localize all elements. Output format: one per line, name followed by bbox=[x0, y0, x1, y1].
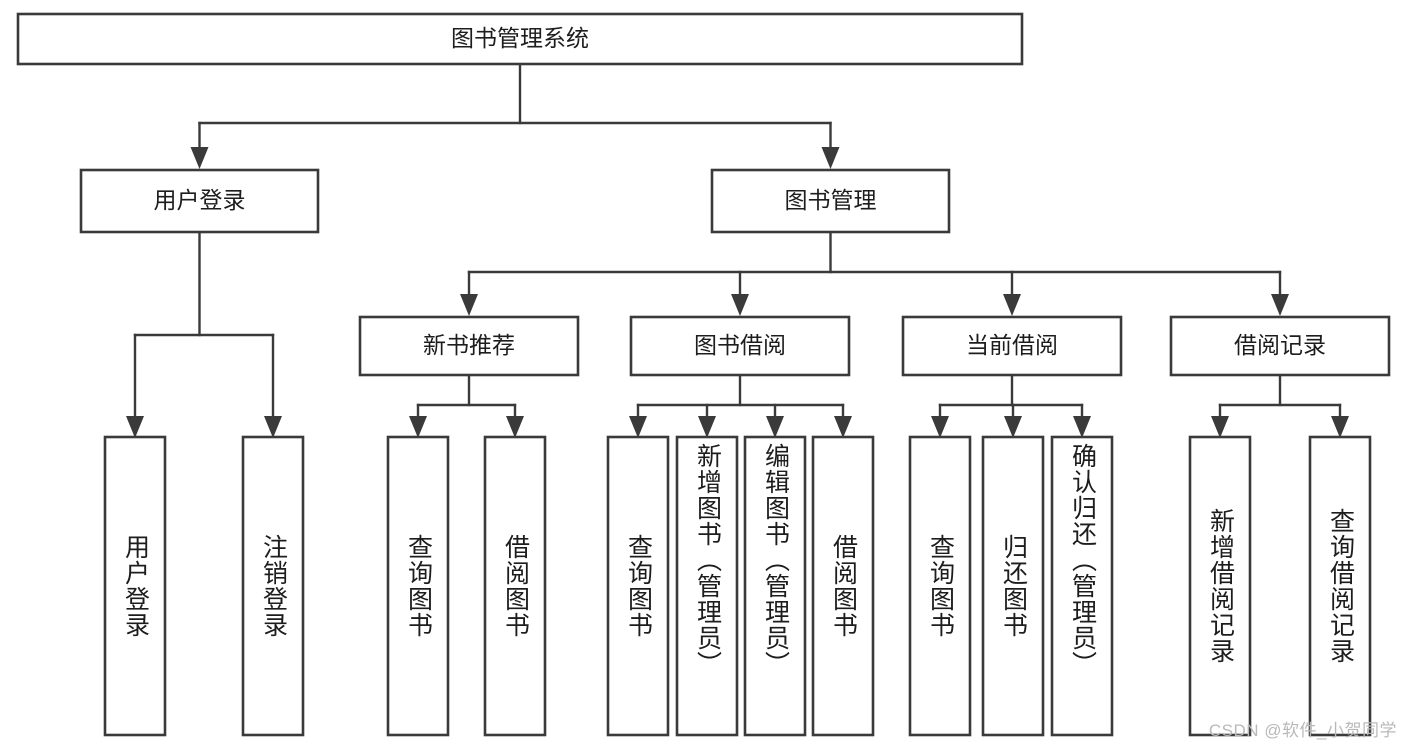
node-level2-label-2: 图书管理 bbox=[785, 187, 877, 213]
arrow-down-icon-leaf-2-0 bbox=[629, 416, 647, 438]
arrow-down-icon-leaf-4-1 bbox=[1331, 416, 1349, 438]
arrow-down-icon-level3-0 bbox=[460, 294, 478, 316]
connector-layer bbox=[126, 62, 1349, 438]
box-layer bbox=[16, 12, 1391, 737]
node-leaf-1[interactable] bbox=[103, 435, 167, 737]
node-leaf-12[interactable] bbox=[1188, 435, 1252, 737]
arrow-down-icon-leaf-4-0 bbox=[1211, 416, 1229, 438]
node-leaf-6[interactable] bbox=[675, 435, 739, 737]
watermark-text: CSDN @软件_小贺同学 bbox=[1208, 721, 1397, 740]
node-level3-3[interactable] bbox=[901, 315, 1123, 377]
arrow-down-icon-level2-0 bbox=[190, 147, 209, 169]
node-leaf-10[interactable] bbox=[981, 435, 1045, 737]
arrow-down-icon-level3-1 bbox=[731, 294, 749, 316]
node-leaf-11[interactable] bbox=[1050, 435, 1114, 737]
node-level3-label-1: 新书推荐 bbox=[423, 332, 515, 358]
node-level3-2[interactable] bbox=[629, 315, 851, 377]
node-level3-label-3: 当前借阅 bbox=[966, 332, 1058, 358]
arrow-down-icon-leaf-0-0 bbox=[126, 416, 144, 438]
node-leaf-5[interactable] bbox=[606, 435, 670, 737]
arrow-down-icon-level3-3 bbox=[1271, 294, 1289, 316]
arrow-down-icon-leaf-3-0 bbox=[931, 416, 949, 438]
node-level3-4[interactable] bbox=[1169, 315, 1391, 377]
node-leaf-4[interactable] bbox=[483, 435, 547, 737]
node-level2-2[interactable] bbox=[710, 168, 951, 234]
node-level3-label-2: 图书借阅 bbox=[694, 332, 786, 358]
node-leaf-7[interactable] bbox=[743, 435, 807, 737]
arrow-down-icon-level2-1 bbox=[821, 147, 840, 169]
arrow-down-icon-leaf-1-0 bbox=[409, 416, 427, 438]
arrow-down-icon-leaf-2-2 bbox=[766, 416, 784, 438]
node-leaf-8[interactable] bbox=[811, 435, 875, 737]
node-level2-1[interactable] bbox=[79, 168, 320, 234]
node-root[interactable] bbox=[16, 12, 1024, 66]
arrow-down-icon-leaf-0-1 bbox=[264, 416, 282, 438]
arrow-down-icon-leaf-3-2 bbox=[1073, 416, 1091, 438]
node-leaf-13[interactable] bbox=[1308, 435, 1372, 737]
node-leaf-9[interactable] bbox=[908, 435, 972, 737]
node-level2-label-1: 用户登录 bbox=[154, 187, 246, 213]
node-level3-1[interactable] bbox=[358, 315, 580, 377]
arrow-down-icon-leaf-2-1 bbox=[698, 416, 716, 438]
arrow-down-icon-level3-2 bbox=[1003, 294, 1021, 316]
node-root-label: 图书管理系统 bbox=[451, 25, 589, 51]
node-leaf-2[interactable] bbox=[241, 435, 305, 737]
arrow-down-icon-leaf-3-1 bbox=[1004, 416, 1022, 438]
node-level3-label-4: 借阅记录 bbox=[1234, 332, 1326, 358]
arrow-down-icon-leaf-1-1 bbox=[506, 416, 524, 438]
node-leaf-3[interactable] bbox=[386, 435, 450, 737]
arrow-down-icon-leaf-2-3 bbox=[834, 416, 852, 438]
